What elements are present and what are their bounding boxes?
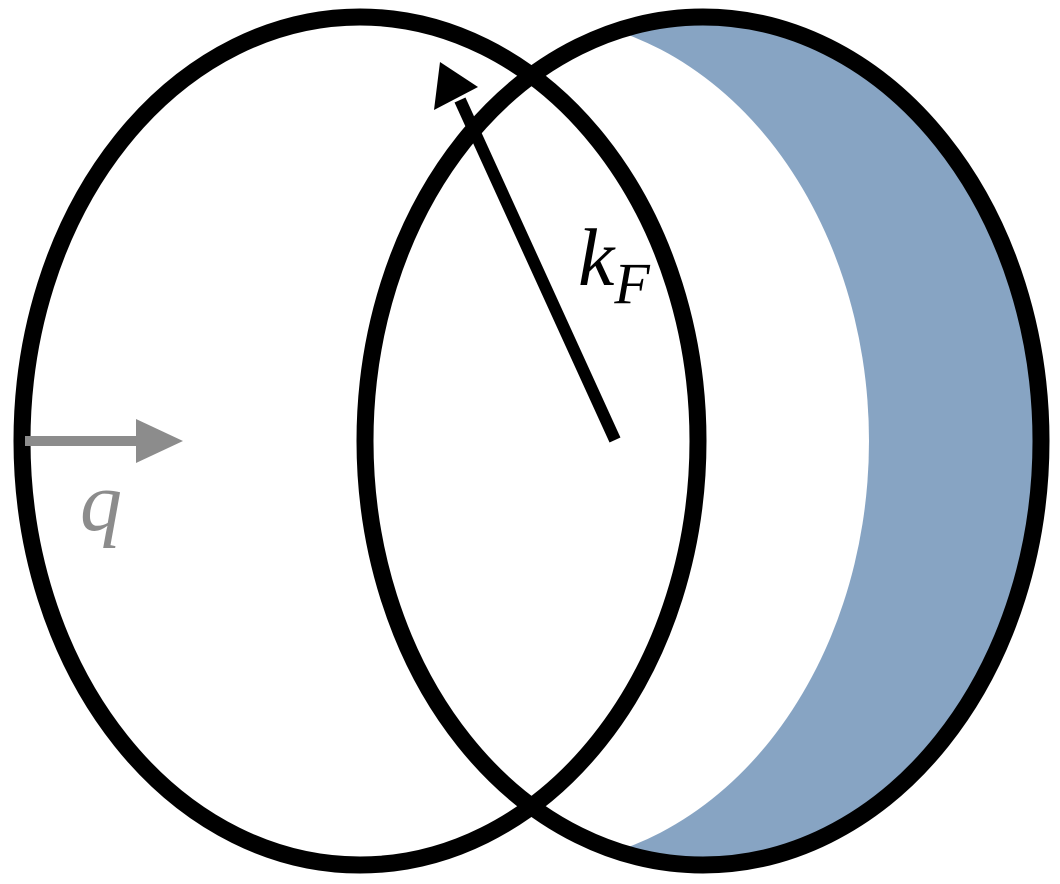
- fermi-wavevector-label: kF: [578, 212, 650, 316]
- original-fermi-circle: [13, 8, 707, 874]
- shaded-crescent-region: [365, 17, 1041, 865]
- shifted-fermi-circle: [356, 8, 1050, 874]
- shift-vector-arrow: [25, 419, 183, 463]
- fermi-wavevector-arrow: [434, 62, 621, 443]
- shift-vector-label: q: [80, 456, 122, 549]
